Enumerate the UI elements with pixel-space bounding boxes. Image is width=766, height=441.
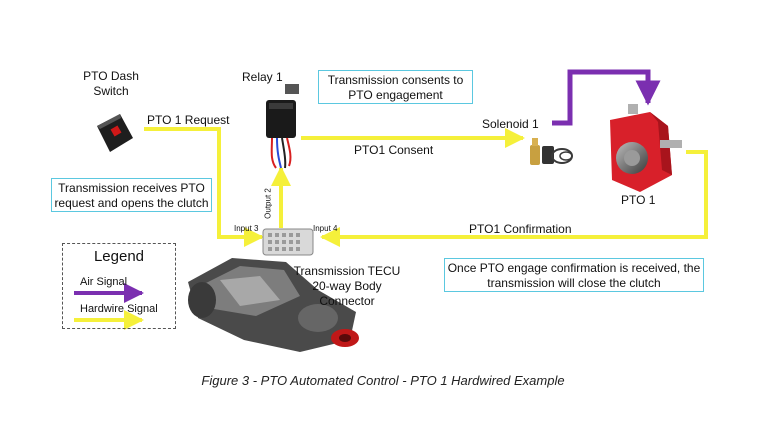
relay-icon [266, 84, 299, 169]
confirm-note: Once PTO engage confirmation is received… [444, 258, 704, 292]
pto-dash-switch-icon [97, 114, 133, 152]
solenoid-label: Solenoid 1 [482, 117, 539, 131]
legend-air-label: Air Signal [80, 276, 128, 288]
input4-label: Input 4 [313, 224, 338, 233]
figure-caption: Figure 3 - PTO Automated Control - PTO 1… [201, 373, 565, 388]
request-note: Transmission receives PTO request and op… [51, 178, 212, 212]
input3-label: Input 3 [234, 224, 259, 233]
legend-title: Legend [93, 248, 145, 265]
relay-label: Relay 1 [242, 70, 283, 84]
pto-label: PTO 1 [621, 193, 656, 207]
pto-consent-label: PTO1 Consent [354, 143, 434, 157]
legend-hardwire-label: Hardwire Signal [80, 303, 158, 315]
air-signal-line [552, 69, 661, 126]
pto-confirmation-label: PTO1 Confirmation [469, 222, 572, 236]
transmission-icon [188, 258, 359, 352]
pto-request-wire [144, 127, 264, 247]
solenoid-icon [530, 138, 573, 165]
pto-unit-icon [610, 104, 682, 192]
tecu-label: Transmission TECU 20-way Body Connector [293, 264, 401, 308]
pto-confirmation-wire [320, 150, 708, 247]
body-connector-icon [262, 228, 314, 256]
legend: Legend Air Signal Hardwire Signal [62, 243, 176, 329]
pto-dash-switch-label: PTO Dash Switch [83, 69, 139, 98]
pto-request-label: PTO 1 Request [147, 113, 230, 127]
output2-label: Output 2 [263, 188, 273, 219]
consent-note: Transmission consents to PTO engagement [318, 70, 473, 104]
